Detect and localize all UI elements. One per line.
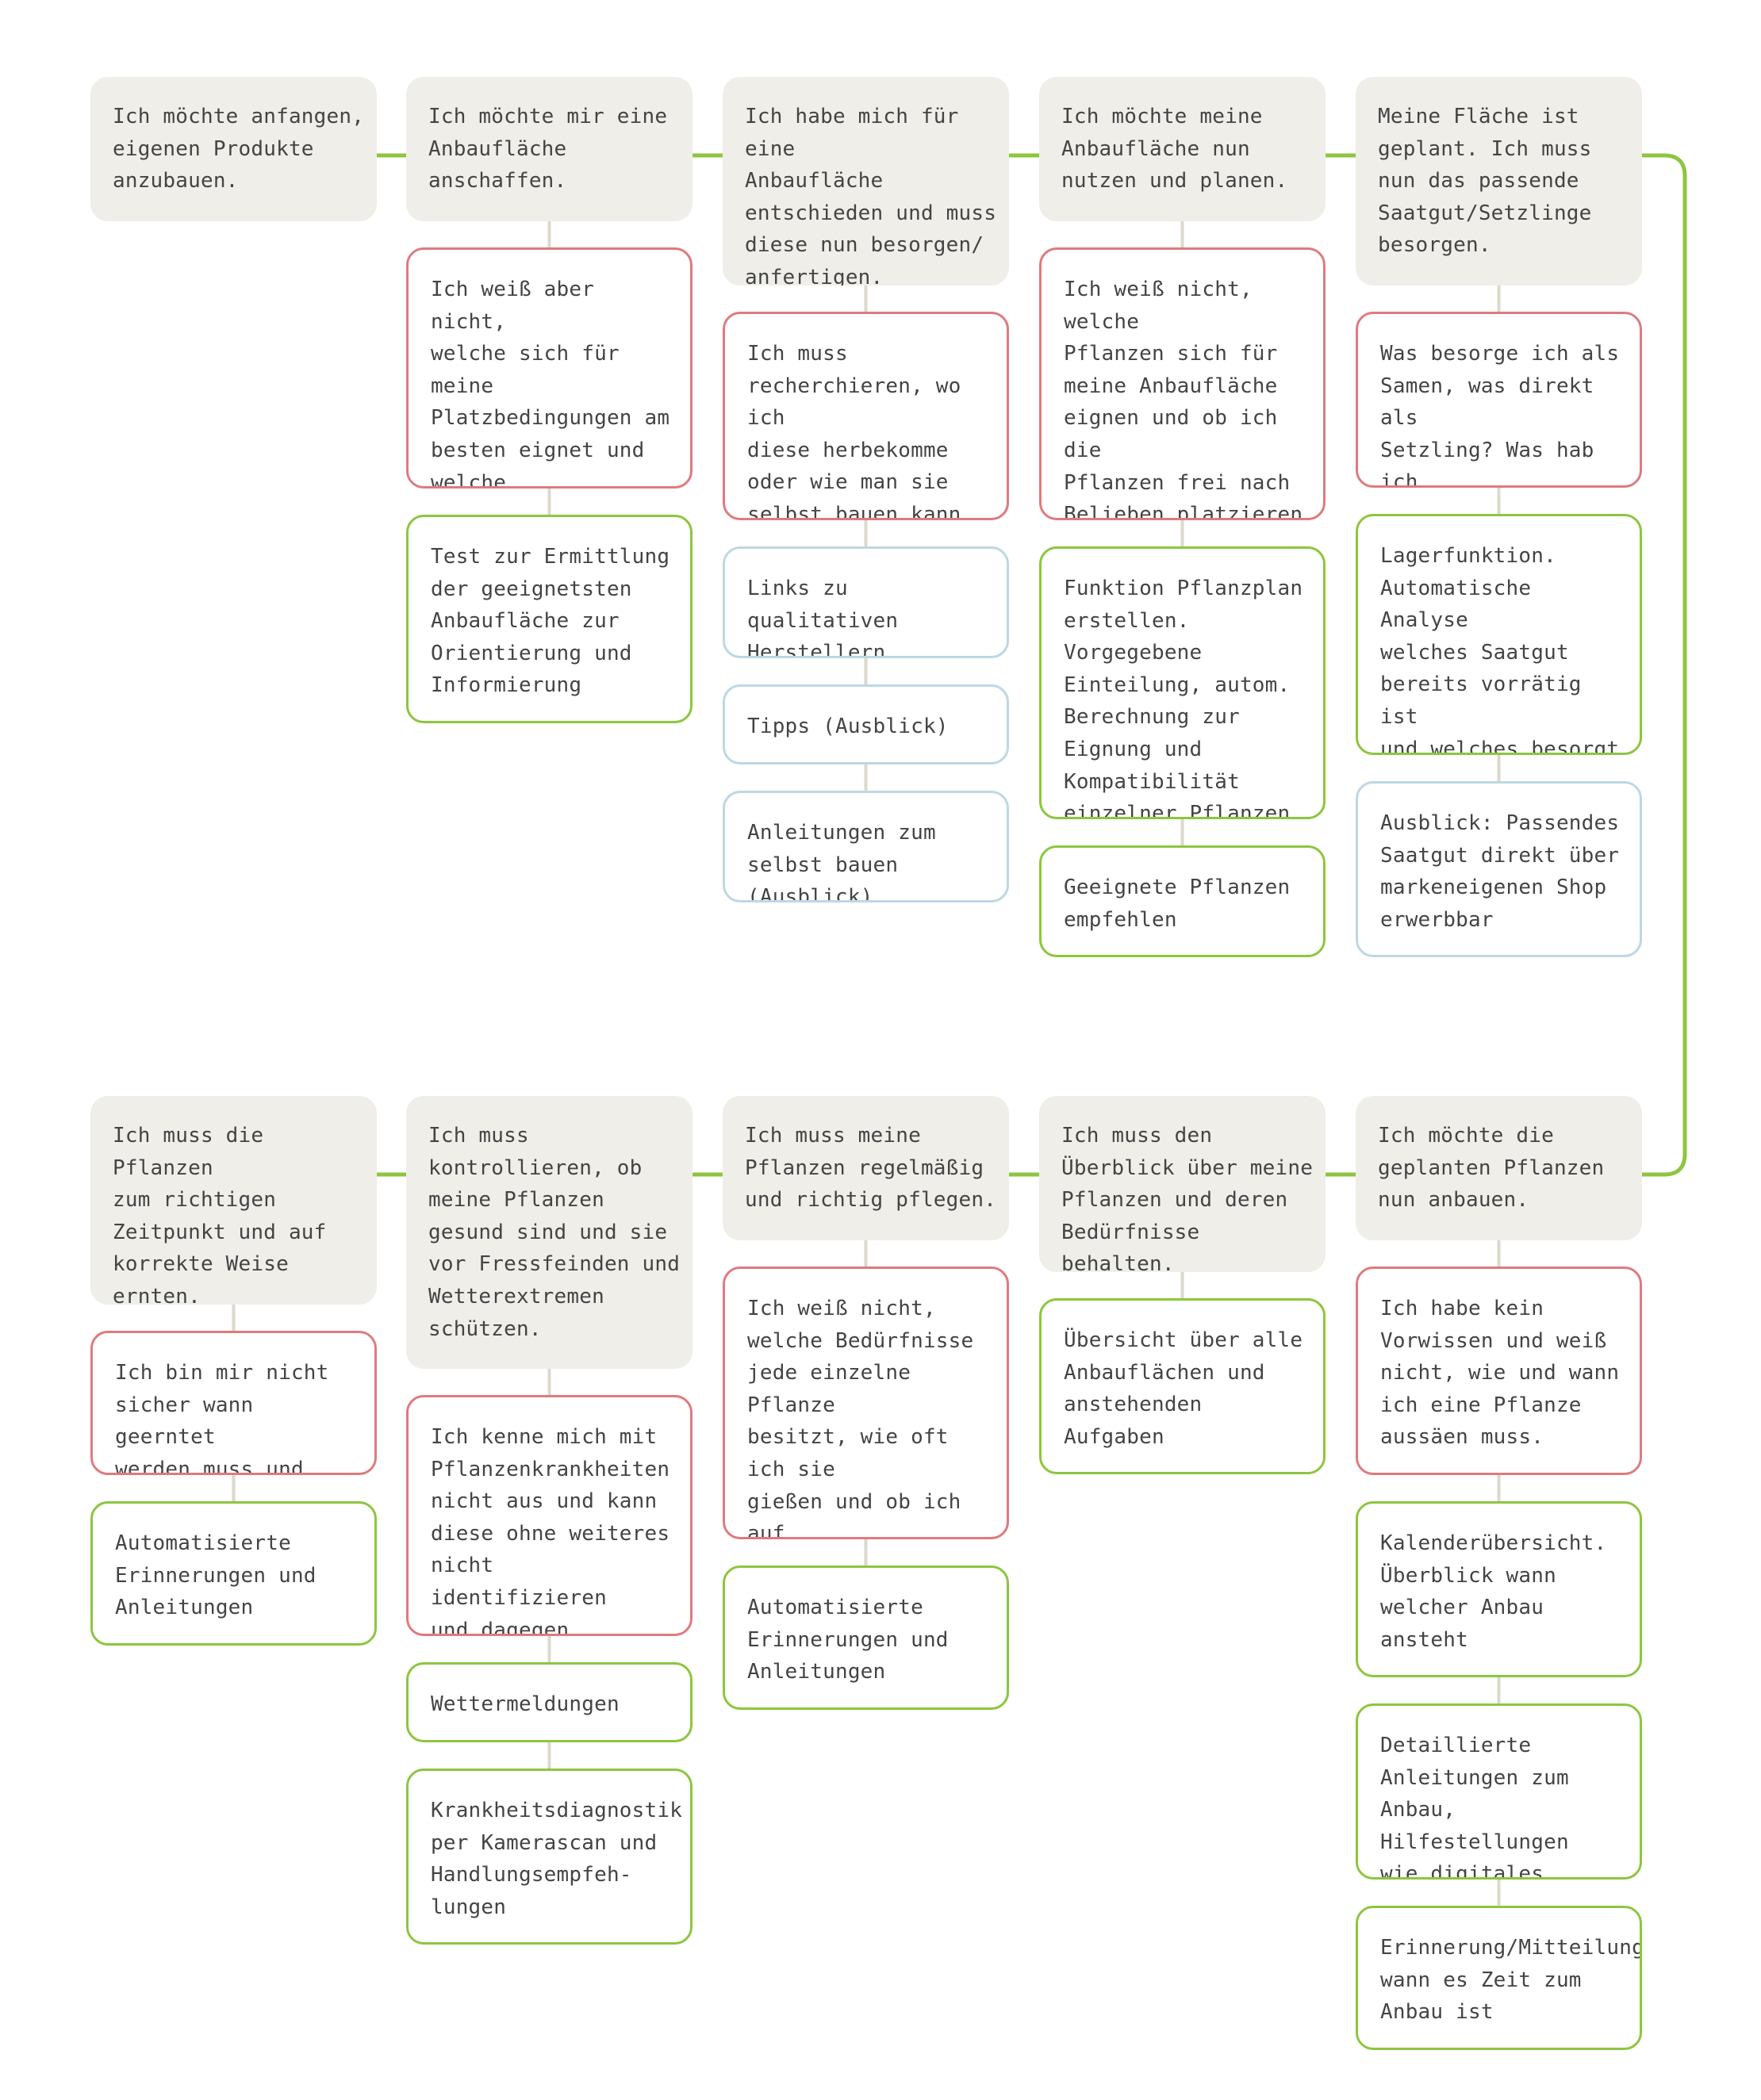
pain-point-card: Ich bin mir nicht sicher wann geerntet w… xyxy=(90,1331,377,1475)
outlook-card: Anleitungen zum selbst bauen (Ausblick) xyxy=(723,791,1009,902)
feature-card: Erinnerung/Mitteilung wann es Zeit zum A… xyxy=(1356,1906,1642,2050)
pain-point-card: Ich weiß nicht, welche Pflanzen sich für… xyxy=(1039,247,1326,520)
feature-card: Geeignete Pflanzen empfehlen xyxy=(1039,845,1326,957)
outlook-card: Ausblick: Passendes Saatgut direkt über … xyxy=(1356,781,1642,957)
pain-point-card: Ich muss recherchieren, wo ich diese her… xyxy=(723,312,1009,520)
row-wrap-connector xyxy=(1642,153,1687,1177)
stage-card: Ich muss meine Pflanzen regelmäßig und r… xyxy=(723,1096,1009,1240)
outlook-card: Links zu qualitativen Herstellern (Ausbl… xyxy=(723,546,1009,658)
feature-card: Übersicht über alle Anbauflächen und ans… xyxy=(1039,1298,1326,1474)
pain-point-card: Ich weiß nicht, welche Bedürfnisse jede … xyxy=(723,1267,1009,1539)
stage-card: Ich habe mich für eine Anbaufläche entsc… xyxy=(723,77,1009,285)
feature-card: Automatisierte Erinnerungen und Anleitun… xyxy=(723,1565,1009,1710)
pain-point-card: Ich kenne mich mit Pflanzenkrankheiten n… xyxy=(406,1395,693,1636)
feature-card: Krankheitsdiagnostik per Kamerascan und … xyxy=(406,1769,693,1945)
stage-card: Ich möchte meine Anbaufläche nun nutzen … xyxy=(1039,77,1326,221)
feature-card: Funktion Pflanzplan erstellen. Vorgegebe… xyxy=(1039,546,1326,819)
feature-card: Lagerfunktion. Automatische Analyse welc… xyxy=(1356,514,1642,755)
feature-card: Test zur Ermittlung der geeignetsten Anb… xyxy=(406,515,693,723)
stage-card: Ich muss die Pflanzen zum richtigen Zeit… xyxy=(90,1096,377,1305)
pain-point-card: Was besorge ich als Samen, was direkt al… xyxy=(1356,312,1642,488)
pain-point-card: Ich weiß aber nicht, welche sich für mei… xyxy=(406,247,693,489)
stage-card: Ich muss kontrollieren, ob meine Pflanze… xyxy=(406,1096,693,1369)
feature-card: Detaillierte Anleitungen zum Anbau, Hilf… xyxy=(1356,1703,1642,1880)
stage-card: Ich möchte anfangen, eigenen Produkte an… xyxy=(90,77,377,221)
feature-card: Kalenderübersicht. Überblick wann welche… xyxy=(1356,1501,1642,1677)
pain-point-card: Ich habe kein Vorwissen und weiß nicht, … xyxy=(1356,1267,1642,1475)
feature-card: Wettermeldungen xyxy=(406,1662,693,1742)
stage-card: Ich muss den Überblick über meine Pflanz… xyxy=(1039,1096,1326,1272)
stage-card: Meine Fläche ist geplant. Ich muss nun d… xyxy=(1356,77,1642,285)
outlook-card: Tipps (Ausblick) xyxy=(723,684,1009,765)
stage-card: Ich möchte mir eine Anbaufläche anschaff… xyxy=(406,77,693,221)
feature-card: Automatisierte Erinnerungen und Anleitun… xyxy=(90,1501,377,1646)
stage-card: Ich möchte die geplanten Pflanzen nun an… xyxy=(1356,1096,1642,1240)
